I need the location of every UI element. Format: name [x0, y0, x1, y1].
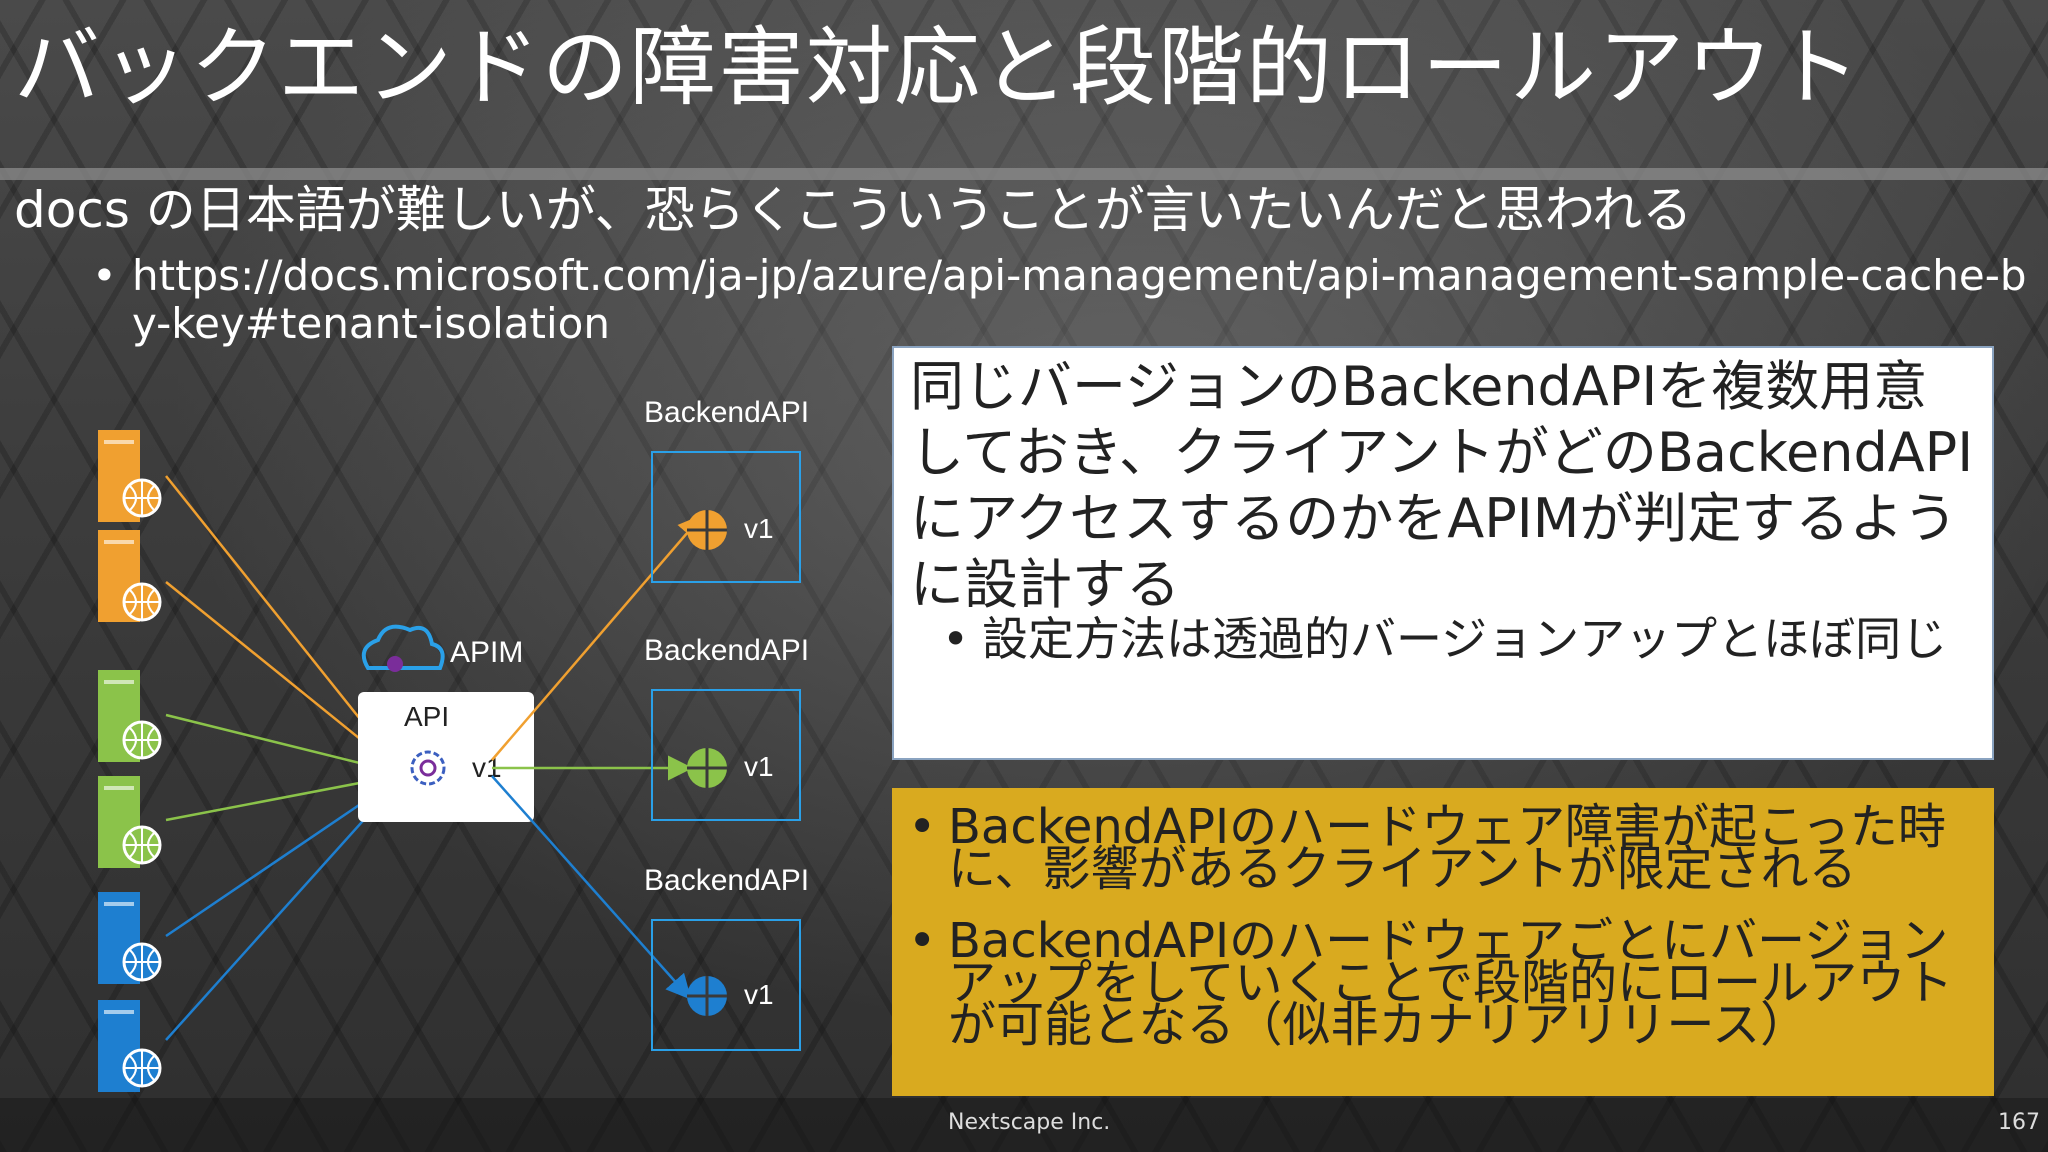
globe-icon: [687, 976, 727, 1016]
benefit-text-2: BackendAPIのハードウェアごとにバージョンアップをしていくことで段階的に…: [948, 913, 1954, 1053]
docs-link[interactable]: https://docs.microsoft.com/ja-jp/azure/a…: [132, 251, 2027, 348]
slide-title: バックエンドの障害対応と段階的ロールアウト: [14, 18, 1862, 118]
arrow-client6: [165, 780, 400, 1041]
backend2-version: v1: [744, 751, 774, 782]
benefit-item-2: • BackendAPIのハードウェアごとにバージョンアップをしていくことで段階…: [908, 917, 1978, 1049]
bullet-dot: •: [92, 251, 117, 300]
globe-icon: [687, 510, 727, 550]
bullet-dot: •: [942, 612, 970, 666]
apim-label: APIM: [450, 636, 523, 669]
backend3-box: [651, 919, 801, 1051]
arrow-client4: [165, 767, 401, 822]
backend1-box: [651, 451, 801, 583]
backend2-box: [651, 689, 801, 821]
design-explanation-box: 同じバージョンのBackendAPIを複数用意しておき、クライアントがどのBac…: [892, 346, 1994, 760]
architecture-diagram: APIM API v1 BackendAPI v1 BackendAPI v1 …: [98, 396, 809, 1092]
benefits-box: • BackendAPIのハードウェア障害が起こった時に、影響があるクライアント…: [892, 788, 1994, 1096]
page-number: 167: [1998, 1110, 2040, 1135]
bullet-dot: •: [908, 799, 937, 855]
client-server-4: [98, 776, 162, 868]
backend2-label: BackendAPI: [644, 634, 809, 667]
benefit-text-1: BackendAPIのハードウェア障害が起こった時に、影響があるクライアントが限…: [948, 799, 1946, 897]
slide-subtitle: docs の日本語が難しいが、恐らくこういうことが言いたいんだと思われる: [14, 181, 1693, 239]
api-label: API: [404, 701, 449, 732]
gear-icon: [410, 750, 446, 786]
bullet-dot: •: [908, 913, 937, 969]
client-server-6: [98, 1000, 162, 1092]
api-box: [358, 692, 534, 822]
design-note: • 設定方法は透過的バージョンアップとほぼ同じ: [942, 610, 1982, 668]
arrow-client3: [165, 713, 401, 780]
benefit-item-1: • BackendAPIのハードウェア障害が起こった時に、影響があるクライアント…: [908, 803, 1978, 893]
globe-icon: [687, 748, 727, 788]
client-server-1: [98, 430, 162, 522]
title-divider: [0, 168, 2048, 180]
backend3-version: v1: [744, 979, 774, 1010]
backend1-label: BackendAPI: [644, 396, 809, 429]
client-server-2: [98, 530, 162, 622]
design-explanation-text: 同じバージョンのBackendAPIを複数用意しておき、クライアントがどのBac…: [910, 355, 1974, 616]
client-server-5: [98, 892, 162, 984]
arrow-client1: [165, 475, 400, 768]
backend3-label: BackendAPI: [644, 864, 809, 897]
backend1-version: v1: [744, 513, 774, 544]
arrow-backend3: [491, 775, 692, 1000]
footer-company: Nextscape Inc.: [948, 1110, 1111, 1135]
design-note-text: 設定方法は透過的バージョンアップとほぼ同じ: [982, 612, 1948, 666]
arrow-client2: [165, 581, 400, 772]
footer-bar: [0, 1098, 2048, 1152]
client-server-3: [98, 670, 162, 762]
arrow-client5: [165, 777, 401, 938]
cloud-icon: [361, 624, 445, 672]
arrow-backend1: [491, 514, 704, 761]
